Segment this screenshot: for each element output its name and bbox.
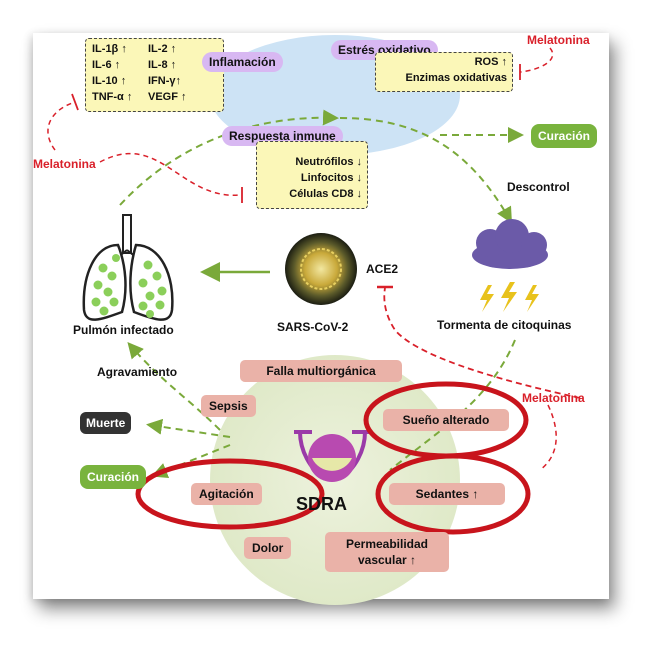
- melatonin-top-inhibit: [519, 47, 554, 73]
- descontrol-label: Descontrol: [507, 180, 570, 194]
- melatonin-left-inhibit-1: [47, 101, 76, 151]
- melatonin-ace2-inhibit: [383, 287, 581, 399]
- lung-icon: [82, 214, 174, 321]
- cure-bottom-badge: Curación: [80, 465, 147, 489]
- highlight-sedatives: [375, 453, 531, 535]
- inflammation-markers-box: IL-1β ↑IL-2 ↑ IL-6 ↑IL-8 ↑ IL-10 ↑IFN-γ↑…: [85, 38, 224, 112]
- cure-top-badge: Curación: [531, 124, 598, 148]
- marker-row: IL-6 ↑IL-8 ↑: [92, 59, 177, 71]
- sdra-to-lung-arrow: [127, 341, 221, 431]
- melatonin-left-inhibit-2: [99, 152, 241, 196]
- ace2-label: ACE2: [366, 262, 399, 276]
- melatonin-right-label: Melatonina: [522, 391, 585, 405]
- melatonin-right-down: [539, 404, 557, 471]
- melatonin-top-label: Melatonina: [527, 33, 590, 47]
- marker-row: IL-10 ↑IFN-γ↑: [92, 75, 181, 87]
- lightning-icon: [480, 282, 539, 312]
- sars-cov-2-label: SARS-CoV-2: [277, 320, 349, 334]
- permeability-badge: Permeabilidad vascular ↑: [325, 532, 449, 572]
- immune-box: Neutrófilos ↓ Linfocitos ↓ Células CD8 ↓: [256, 141, 368, 209]
- alveolus-icon: [294, 430, 370, 482]
- ros-line: ROS ↑: [474, 56, 507, 68]
- sepsis-badge: Sepsis: [201, 395, 256, 417]
- neutrophils-line: Neutrófilos ↓: [295, 156, 362, 168]
- cycle-arc-right: [339, 117, 512, 224]
- cd8-line: Células CD8 ↓: [289, 188, 362, 200]
- death-badge: Muerte: [80, 412, 132, 434]
- permeability-line-1: Permeabilidad: [345, 537, 429, 551]
- lymphocytes-line: Linfocitos ↓: [300, 172, 362, 184]
- highlight-agitation: [135, 458, 325, 530]
- sdra-to-death-arrow: [146, 418, 231, 438]
- melatonin-left-label: Melatonina: [33, 157, 96, 171]
- inflammation-label: Inflamación: [202, 52, 283, 72]
- lung-label: Pulmón infectado: [73, 323, 174, 337]
- permeability-line-2: vascular ↑: [357, 553, 417, 567]
- sleep-disturbed-badge: Sueño alterado: [383, 409, 509, 431]
- sdra-to-cure-arrow: [151, 444, 231, 478]
- marker-row: TNF-α ↑VEGF ↑: [92, 91, 187, 103]
- oxidative-box: ROS ↑ Enzimas oxidativas: [375, 52, 513, 92]
- sdra-label: SDRA: [296, 494, 348, 514]
- cycle-arc-left: [119, 109, 339, 206]
- aggravation-label: Agravamiento: [97, 365, 178, 379]
- storm-label: Tormenta de citoquinas: [437, 318, 572, 332]
- agitation-badge: Agitación: [191, 483, 262, 505]
- sars-cov-2-icon: [285, 233, 357, 305]
- pain-badge: Dolor: [244, 537, 292, 559]
- enzymes-line: Enzimas oxidativas: [405, 72, 508, 84]
- sedatives-badge: Sedantes ↑: [389, 483, 505, 505]
- multiorgan-failure-badge: Falla multiorgánica: [240, 360, 402, 382]
- storm-cloud-icon: [472, 219, 548, 269]
- marker-row: IL-1β ↑IL-2 ↑: [92, 43, 177, 55]
